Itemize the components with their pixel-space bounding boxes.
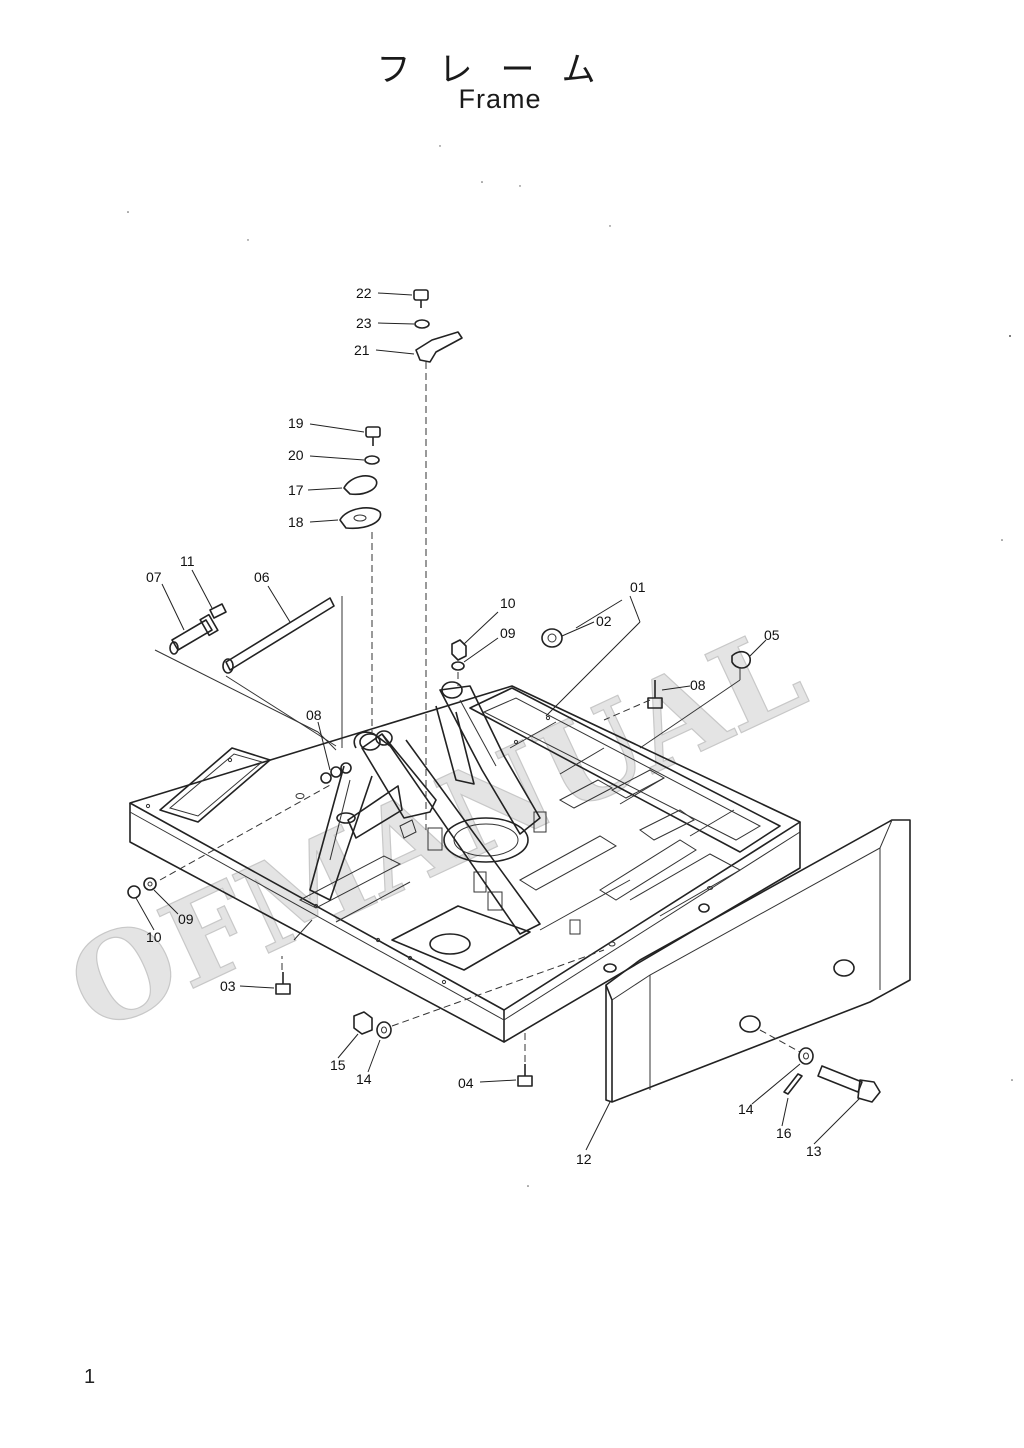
- callout-21: 21: [354, 342, 370, 358]
- callout-13: 13: [806, 1143, 822, 1159]
- callout-11: 11: [180, 553, 195, 569]
- callout-19: 19: [288, 415, 304, 431]
- callout-17: 17: [288, 482, 304, 498]
- callout-06: 06: [254, 569, 270, 585]
- watermark-text: OFMANUAL: [48, 599, 823, 1059]
- callout-09-left: 09: [178, 911, 194, 927]
- callout-08-left: 08: [306, 707, 322, 723]
- title-japanese: フレーム: [376, 50, 624, 90]
- counterweight: [605, 819, 911, 1103]
- callout-23: 23: [356, 315, 372, 331]
- callout-03: 03: [220, 978, 236, 994]
- callout-07: 07: [146, 569, 162, 585]
- callout-16: 16: [776, 1125, 792, 1141]
- callout-09-top: 09: [500, 625, 516, 641]
- exploded-parts: [127, 289, 881, 1103]
- callout-08-right: 08: [690, 677, 706, 693]
- assembly-lines: [154, 362, 801, 1062]
- callout-14-left: 14: [356, 1071, 372, 1087]
- callout-01: 01: [630, 579, 646, 595]
- callout-10-left: 10: [146, 929, 162, 945]
- callout-05: 05: [764, 627, 780, 643]
- callout-04: 04: [458, 1075, 474, 1091]
- callout-10-top: 10: [500, 595, 516, 611]
- callout-02: 02: [596, 613, 612, 629]
- callout-labels: 22 23 21 19 20 17 18 11 07 06 01 10 09 0…: [146, 285, 822, 1167]
- callout-20: 20: [288, 447, 304, 463]
- scan-specks: [127, 145, 1013, 1187]
- callout-15: 15: [330, 1057, 346, 1073]
- callout-22: 22: [356, 285, 372, 301]
- callout-12: 12: [576, 1151, 592, 1167]
- page-number: 1: [84, 1366, 96, 1388]
- callout-18: 18: [288, 514, 304, 530]
- leader-lines: [135, 292, 861, 1151]
- title-english: Frame: [458, 84, 542, 114]
- frame-body: [129, 681, 801, 1043]
- callout-14-right: 14: [738, 1101, 754, 1117]
